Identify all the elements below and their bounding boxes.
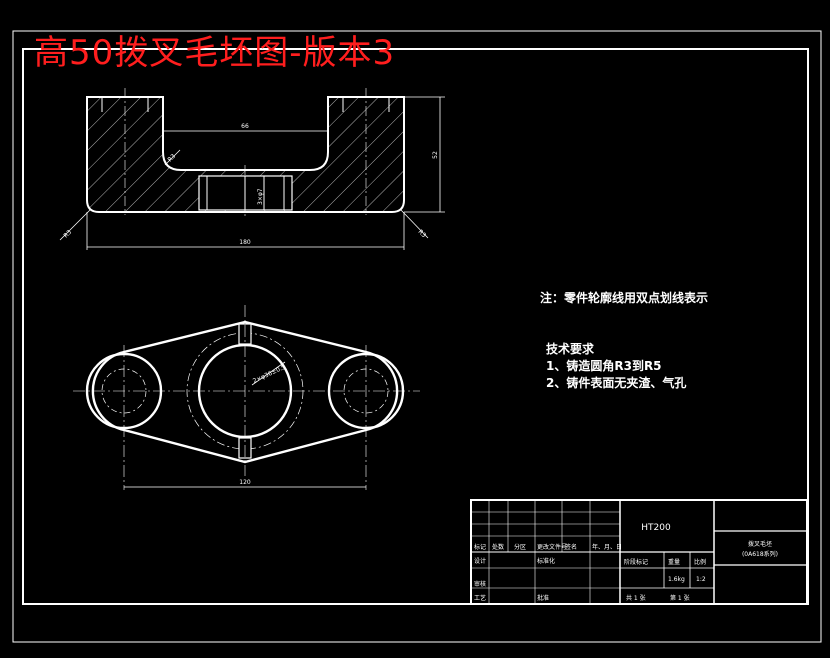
- tb-weight-val: 1.6kg: [668, 576, 685, 583]
- dim-center-distance: 120: [239, 479, 251, 486]
- tech-requirement-2: 2、铸件表面无夹渣、气孔: [546, 376, 687, 390]
- title-block-text: HT200 拨叉毛坯 (0A618系列) 标记 处数 分区 更改文件号 签名 年…: [474, 523, 778, 602]
- section-body: [86, 96, 405, 213]
- dim-inner-width: 66: [241, 123, 249, 130]
- tb-weight: 重量: [668, 558, 680, 566]
- note-outline: 注：零件轮廓线用双点划线表示: [540, 291, 709, 305]
- tb-scale-val: 1:2: [696, 576, 706, 583]
- tb-process: 工艺: [474, 594, 486, 602]
- tb-approve: 批准: [537, 594, 549, 602]
- material-label: HT200: [641, 523, 671, 533]
- plan-view: 120 2×φ36±0.5: [73, 305, 420, 490]
- tb-sheets: 共 1 张: [626, 594, 646, 602]
- inner-border: [22, 48, 809, 605]
- tb-doc-no: 更改文件号: [537, 543, 567, 551]
- tb-sheet: 第 1 张: [670, 594, 690, 602]
- dim-inner-radius: R3: [166, 153, 177, 164]
- section-view: 66 52 180 R3 R3 R3 3×φ7: [59, 88, 445, 250]
- tb-sign: 签名: [565, 543, 577, 551]
- title-block: [470, 499, 808, 605]
- tb-date: 年、月、日: [592, 543, 622, 551]
- dim-hole-label: 3×φ7: [257, 188, 264, 205]
- tb-stage-mark: 阶段标记: [624, 558, 648, 566]
- dim-bore-label: 2×φ36±0.5: [252, 364, 287, 385]
- dim-overall-width: 180: [239, 239, 251, 246]
- dim-right-radius: R3: [417, 228, 428, 239]
- tech-requirements-title: 技术要求: [546, 342, 595, 356]
- tb-check: 审核: [474, 580, 486, 588]
- tb-mark: 标记: [474, 543, 486, 551]
- tb-zone: 分区: [514, 543, 526, 551]
- tech-requirement-1: 1、铸造圆角R3到R5: [546, 359, 662, 373]
- part-series: (0A618系列): [742, 550, 778, 558]
- tb-standard: 标准化: [537, 557, 555, 565]
- tb-count: 处数: [492, 543, 504, 551]
- outer-border: [12, 30, 822, 643]
- dim-height: 52: [432, 151, 439, 159]
- tb-design: 设计: [474, 557, 486, 565]
- tb-scale: 比例: [694, 558, 706, 566]
- dim-left-radius: R3: [62, 229, 73, 240]
- drawing-title: 高50拨叉毛坯图-版本3: [34, 33, 396, 73]
- part-name: 拨叉毛坯: [748, 540, 772, 548]
